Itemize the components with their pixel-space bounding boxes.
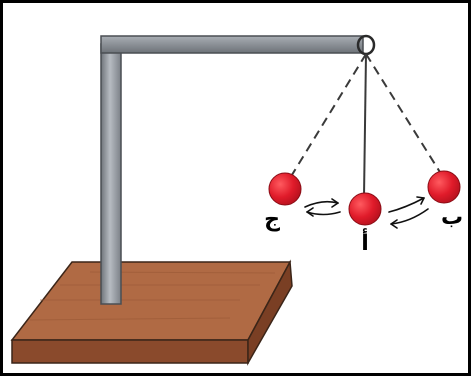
stand-horizontal-arm: [100, 35, 364, 54]
bob-left: [268, 172, 302, 206]
string-center: [363, 53, 367, 198]
bob-right: [427, 170, 461, 204]
arrow-left-pair-icon: [304, 198, 341, 217]
stand: [100, 34, 376, 305]
string-right-dashed: [365, 53, 444, 178]
bob-center: [348, 192, 382, 226]
label-right-position: ب: [441, 205, 463, 230]
pendulum-strings: [286, 53, 444, 198]
arrow-right-pair-icon: [388, 196, 429, 229]
label-center-position: أ: [361, 227, 369, 256]
wooden-base: [10, 259, 293, 366]
label-left-position: ج: [264, 207, 280, 232]
string-left-dashed: [286, 53, 367, 184]
stand-vertical-rod: [100, 43, 122, 305]
